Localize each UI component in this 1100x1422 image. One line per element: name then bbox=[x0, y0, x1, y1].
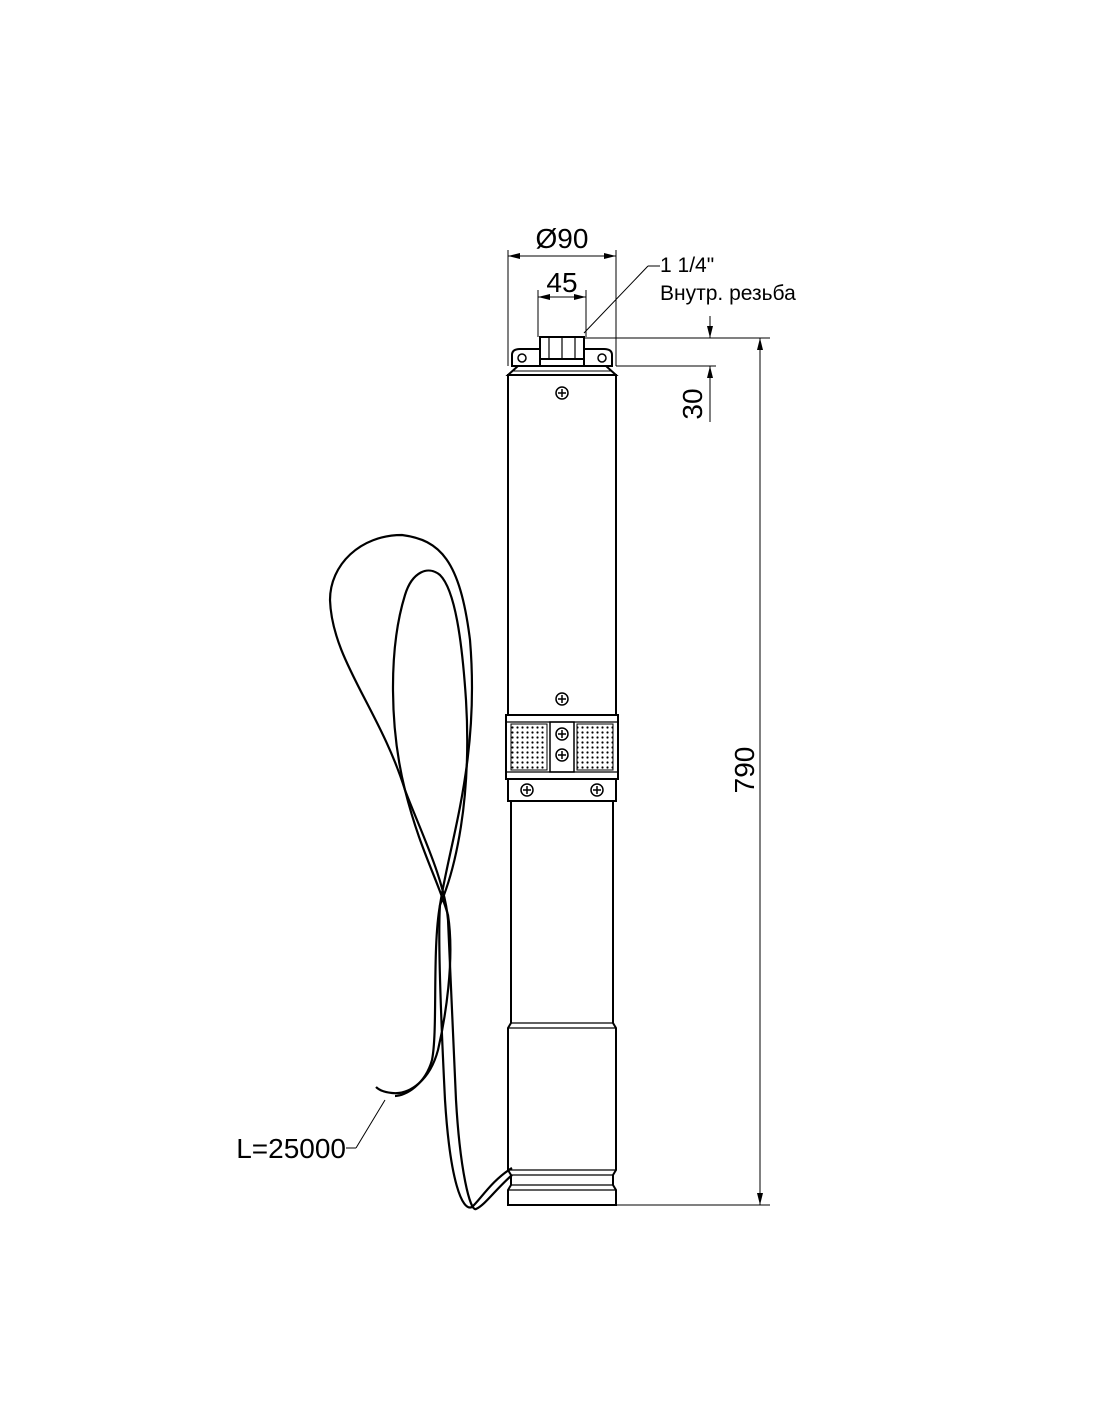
top-offset-label: 30 bbox=[677, 388, 708, 419]
outlet-fitting bbox=[539, 336, 585, 360]
diameter-dimension bbox=[507, 250, 617, 366]
cable-length-leader bbox=[346, 1099, 386, 1149]
outlet-width-dimension bbox=[537, 290, 587, 337]
intake-screen bbox=[505, 714, 619, 780]
diameter-label: Ø90 bbox=[536, 223, 589, 254]
power-cable bbox=[328, 533, 513, 1211]
outlet-width-label: 45 bbox=[546, 267, 577, 298]
cable-length-label: L=25000 bbox=[236, 1133, 346, 1164]
top-lug-right bbox=[583, 348, 613, 367]
top-offset-dimension bbox=[584, 316, 770, 422]
total-length-dimension bbox=[616, 338, 770, 1206]
total-length-label: 790 bbox=[729, 747, 760, 794]
thread-leader bbox=[583, 265, 660, 334]
bracket-ring bbox=[507, 778, 617, 802]
thread-size-label: 1 1/4" bbox=[660, 254, 714, 277]
upper-cylinder bbox=[507, 374, 617, 716]
pump-body bbox=[505, 336, 619, 1206]
top-lug-left bbox=[511, 348, 541, 367]
thread-type-label: Внутр. резьба bbox=[660, 282, 796, 305]
motor-section bbox=[507, 801, 617, 1206]
